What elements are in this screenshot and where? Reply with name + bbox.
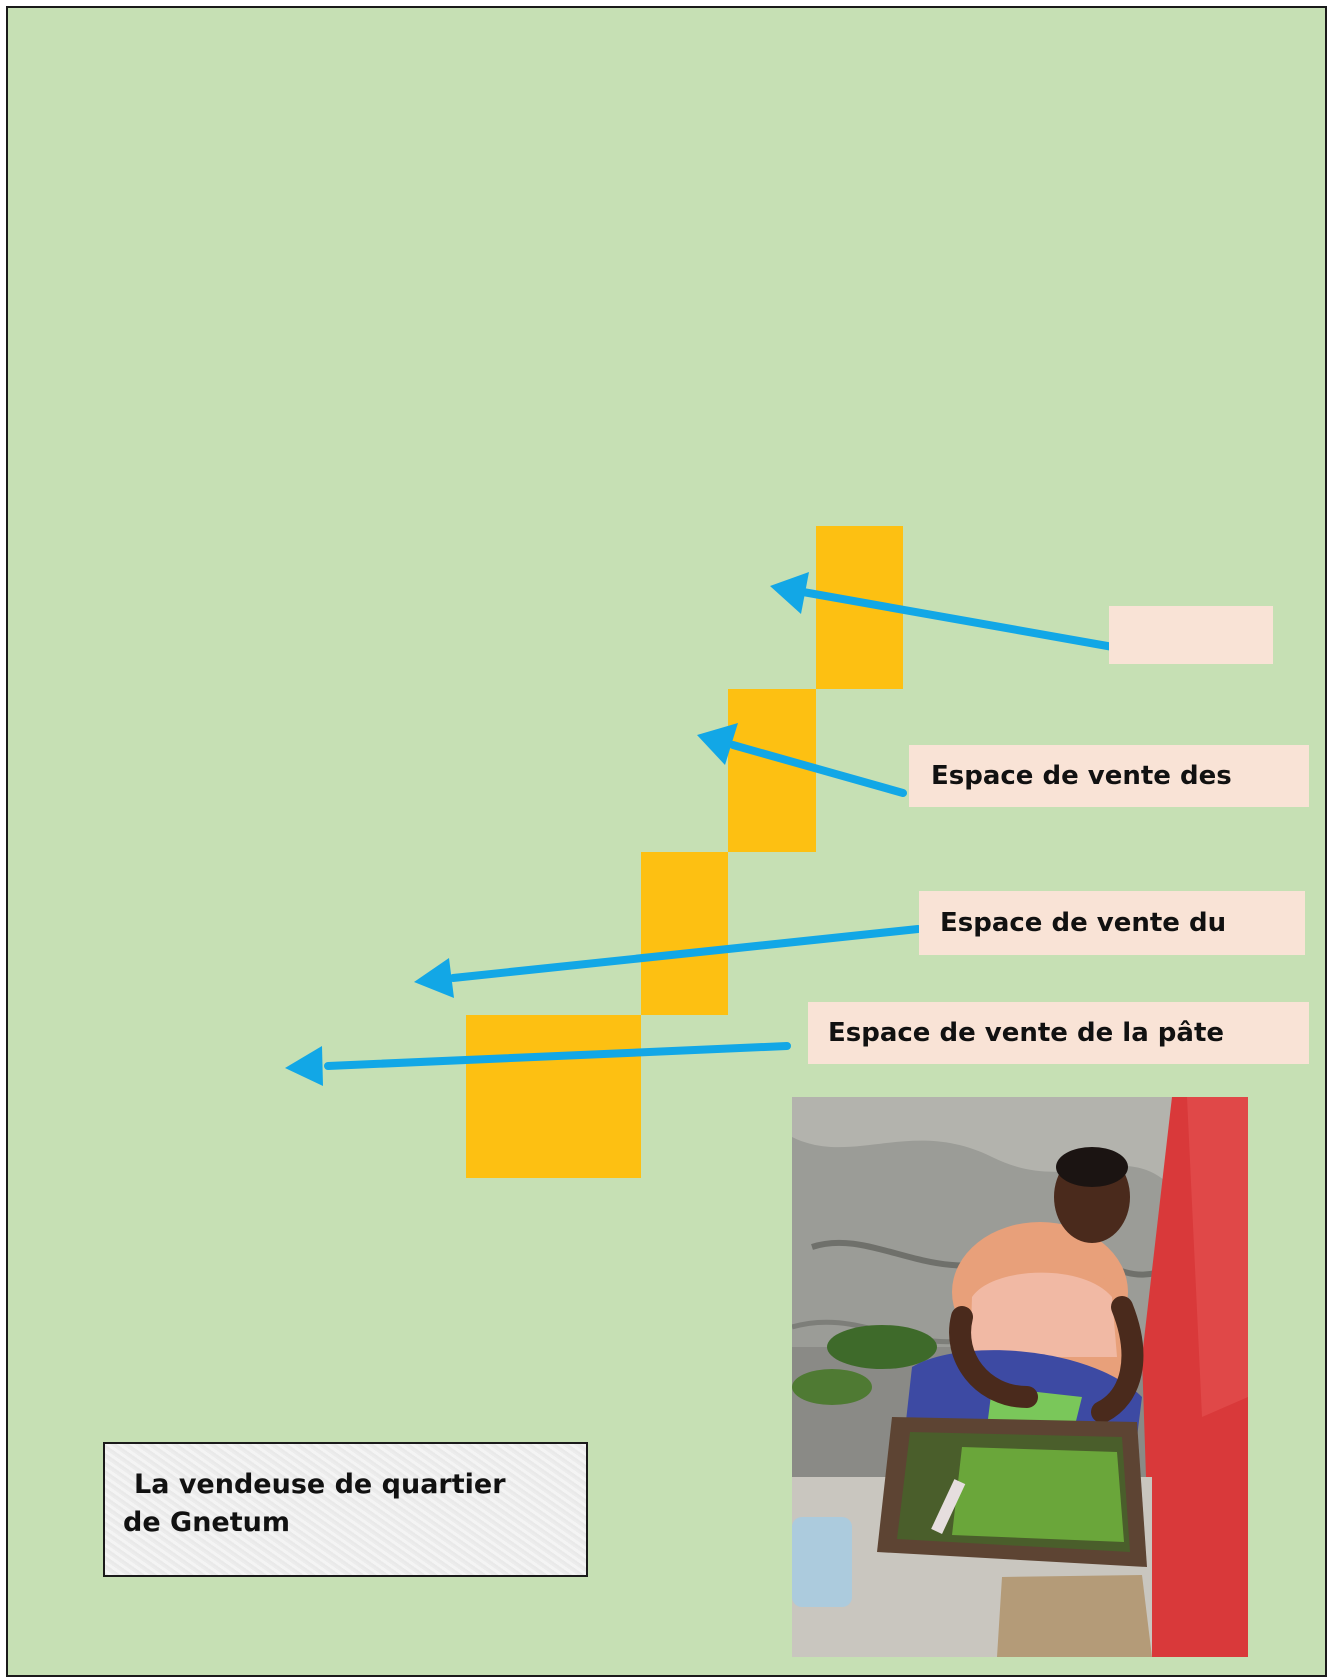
caption-line-1: La vendeuse de quartier xyxy=(134,1469,506,1500)
arrow-2-line xyxy=(729,741,907,797)
label-4-text: Espace de vente de la pâte xyxy=(828,1018,1225,1048)
stall-block-4 xyxy=(466,1015,641,1178)
label-box-3: Espace de vente du xyxy=(919,891,1305,955)
label-box-2: Espace de vente des xyxy=(909,745,1309,807)
label-box-4: Espace de vente de la pâte xyxy=(808,1002,1309,1064)
diagram-frame: Espace de vente des Espace de vente du E… xyxy=(6,6,1327,1677)
caption-box: La vendeuse de quartier de Gnetum xyxy=(103,1442,588,1577)
arrow-1-line xyxy=(799,588,1117,651)
vendor-photo xyxy=(792,1097,1248,1657)
arrow-4-line xyxy=(324,1042,791,1070)
arrow-1-head xyxy=(770,572,809,614)
caption-line-2: de Gnetum xyxy=(123,1507,290,1538)
label-3-text: Espace de vente du xyxy=(940,908,1227,938)
arrow-3-line xyxy=(449,925,922,982)
photo-vendor-icon xyxy=(792,1097,1248,1657)
diagram-canvas xyxy=(8,8,1325,1675)
label-2-text: Espace de vente des xyxy=(931,761,1232,791)
arrow-4-head xyxy=(285,1046,323,1086)
arrow-3-head xyxy=(414,958,454,998)
label-box-top xyxy=(1109,606,1273,664)
stall-block-3 xyxy=(641,852,728,1015)
arrow-2-head xyxy=(697,723,738,765)
stall-block-2 xyxy=(728,689,816,852)
